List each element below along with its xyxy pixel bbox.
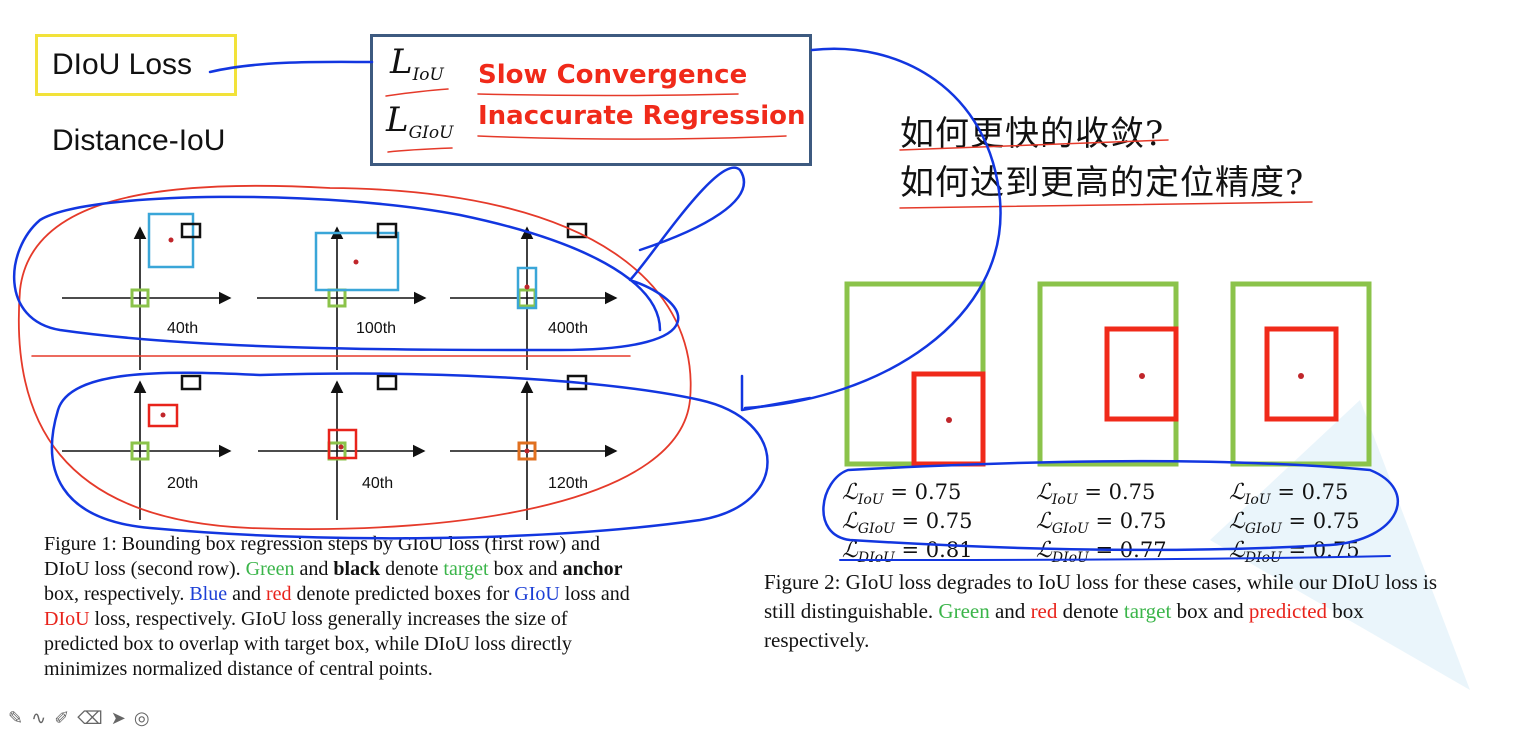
figure2-caption: Figure 2: GIoU loss degrades to IoU loss… [764, 570, 1438, 652]
fig2-eq-giou-2: ℒGIoU = 0.75 [1036, 509, 1167, 537]
pointer-icon[interactable]: ➤ [110, 708, 126, 728]
fig2-eq-diou-3: ℒDIoU = 0.75 [1229, 538, 1360, 566]
l-giou-symbol: LGIoU [386, 100, 454, 143]
record-icon[interactable]: ◎ [133, 708, 150, 728]
fig2-case1 [844, 281, 986, 467]
eraser-icon[interactable]: ⌫ [77, 708, 103, 728]
annotation-toolbar: ✎ ∿ ✐ ⌫ ➤ ◎ [8, 708, 158, 729]
slide-subtitle: Distance-IoU [52, 124, 226, 157]
l-iou-symbol: LIoU [390, 42, 444, 85]
fig2-case2 [1037, 281, 1179, 467]
fig2-eq-iou-3: ℒIoU = 0.75 [1229, 480, 1349, 508]
fig2-eq-iou-1: ℒIoU = 0.75 [842, 480, 962, 508]
fig2-eq-diou-2: ℒDIoU = 0.77 [1036, 538, 1167, 566]
fig2-eq-iou-2: ℒIoU = 0.75 [1036, 480, 1156, 508]
pen-icon[interactable]: ✎ [8, 708, 24, 728]
fig2-eq-giou-3: ℒGIoU = 0.75 [1229, 509, 1360, 537]
curve-icon[interactable]: ∿ [31, 708, 47, 728]
slow-convergence-label: Slow Convergence [478, 60, 748, 90]
slide-title: DIoU Loss [52, 48, 193, 81]
fig2-eq-giou-1: ℒGIoU = 0.75 [842, 509, 973, 537]
fig2-eq-diou-1: ℒDIoU = 0.81 [842, 538, 973, 566]
highlighter-icon[interactable]: ✐ [54, 708, 70, 728]
